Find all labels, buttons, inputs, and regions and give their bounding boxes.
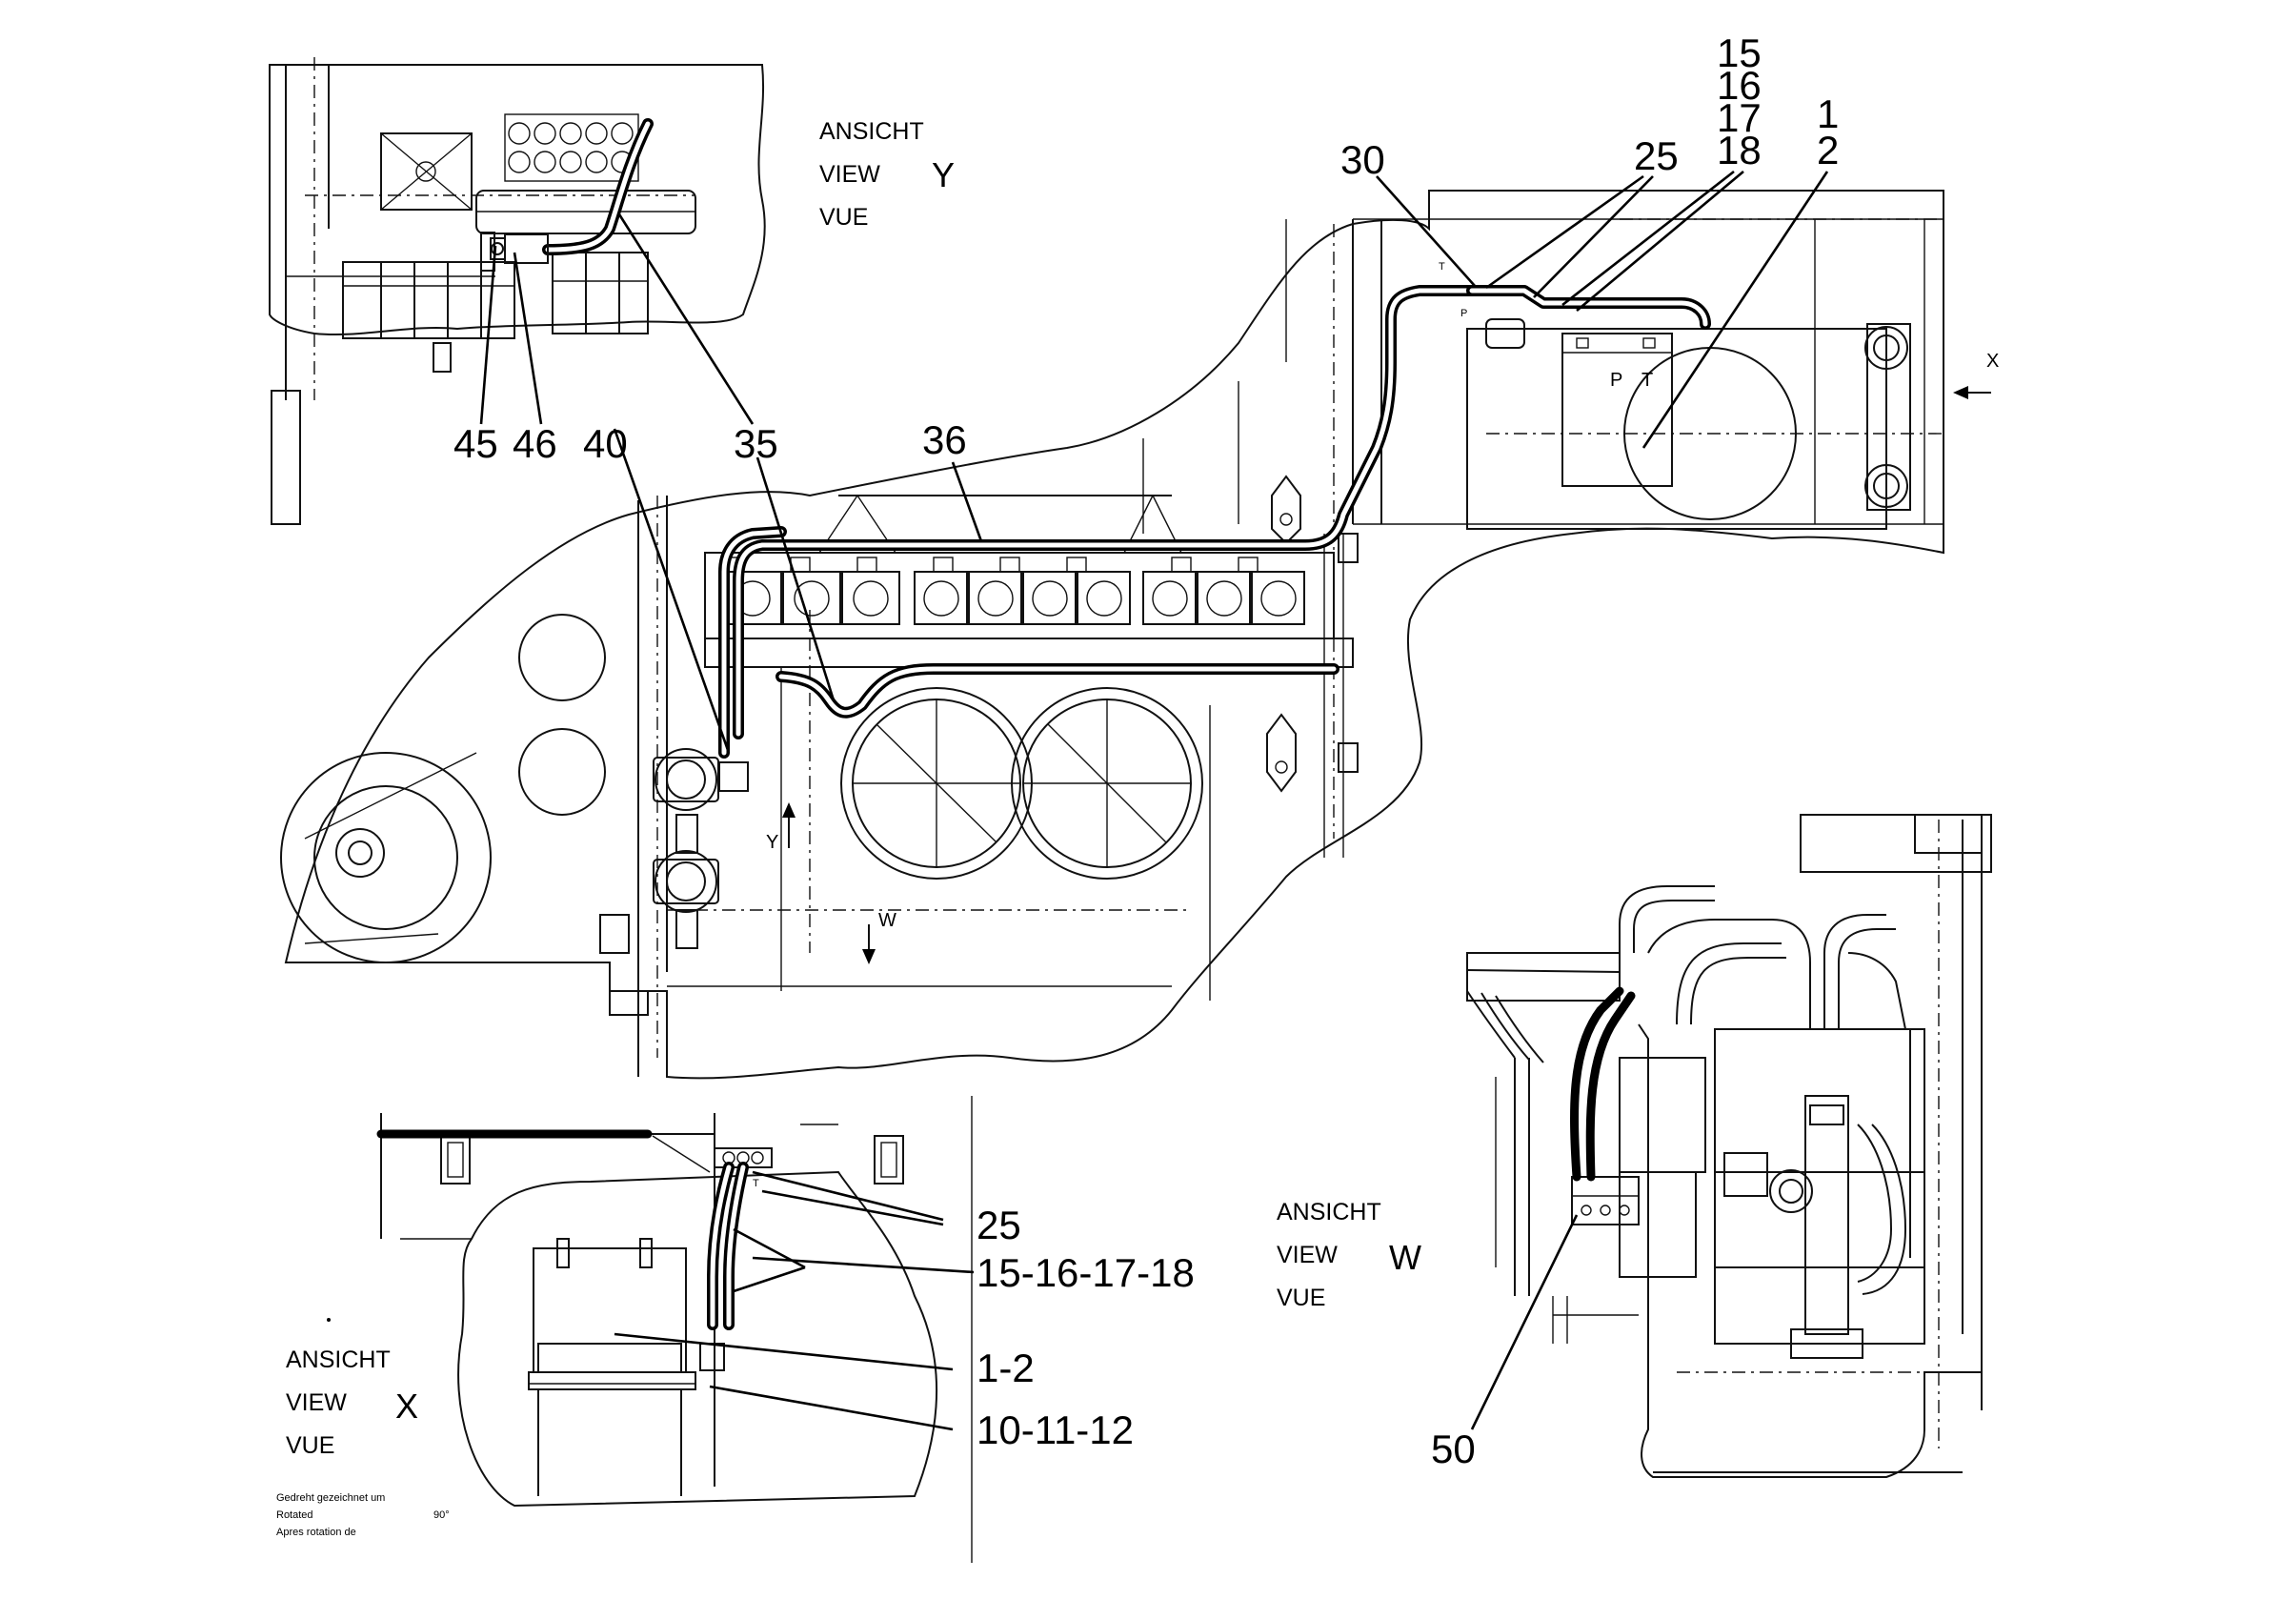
- callout-25: 25: [1634, 133, 1679, 178]
- view-y-manifold-plate: [380, 132, 473, 211]
- tank-circle-2: [518, 728, 606, 816]
- view-x-letter: X: [395, 1387, 418, 1426]
- callout-15: 15: [1717, 30, 1762, 75]
- callout-1: 1: [1817, 91, 1839, 136]
- callout-50: 50: [1431, 1427, 1476, 1471]
- callouts-main: 15 16 17 18 1 2 30 25 45 46 40 35 36: [453, 30, 1839, 754]
- callout-10-12-view-x: 10-11-12: [977, 1407, 1134, 1452]
- view-x-arrow: X: [1953, 351, 1999, 399]
- callout-1-2-view-x: 1-2: [977, 1346, 1035, 1390]
- view-y-detail: [269, 57, 766, 525]
- view-y-boundary: [269, 64, 766, 336]
- rotation-note-line3: Apres rotation de: [276, 1527, 356, 1538]
- callout-15-18-view-x: 15-16-17-18: [977, 1250, 1195, 1295]
- view-w-vue: VUE: [1277, 1285, 1325, 1311]
- view-y-letter: Y: [932, 155, 955, 194]
- callout-16: 16: [1717, 63, 1762, 108]
- tank-port-t: T: [1641, 370, 1653, 391]
- main-drums: [840, 687, 1203, 880]
- view-w-arrow: W: [862, 910, 896, 964]
- rotation-note: Gedreht gezeichnet um Rotated 90° Apres …: [276, 1492, 450, 1538]
- view-w-pump-tube: [1804, 1095, 1849, 1335]
- view-y-valve-bank: [342, 252, 649, 373]
- callout-46: 46: [513, 421, 557, 466]
- view-x-vue: VUE: [286, 1432, 334, 1459]
- view-x-boundary: [457, 1170, 938, 1508]
- oil-tank: [1561, 333, 1673, 487]
- view-y-ansicht: ANSICHT: [819, 118, 924, 145]
- callout-45: 45: [453, 421, 498, 466]
- view-y-marker: Y: [766, 832, 778, 853]
- rotation-note-angle: 90°: [433, 1509, 450, 1521]
- callout-30: 30: [1340, 137, 1385, 182]
- view-y-hose: [542, 118, 654, 255]
- drum-left: [280, 752, 492, 963]
- view-y-vue: VUE: [819, 204, 868, 231]
- view-x-port-t: T: [753, 1178, 759, 1189]
- view-w-detail: [1466, 814, 1992, 1478]
- callouts-view-x: 25 15-16-17-18 1-2 10-11-12: [977, 1203, 1195, 1452]
- callout-18: 18: [1717, 128, 1762, 172]
- stacked-pump-valves: [653, 748, 749, 949]
- view-w-label: ANSICHT VIEW W VUE: [1277, 1199, 1421, 1311]
- view-y-valve-circles: [508, 122, 634, 173]
- view-x-detail: P T: [376, 1096, 975, 1563]
- view-w-manifold-block: [1571, 1176, 1640, 1225]
- main-view-boundary: [284, 190, 1944, 1080]
- rotation-note-line2: Rotated: [276, 1509, 313, 1521]
- port-p-label: P: [1460, 308, 1467, 319]
- valve-manifold-row: [704, 495, 1354, 668]
- view-w-marker: W: [878, 910, 896, 931]
- port-t-label: T: [1439, 261, 1445, 273]
- callout-36: 36: [922, 417, 967, 462]
- view-y-arrow: Y: [766, 802, 796, 853]
- tank-port-p: P: [1610, 370, 1622, 391]
- view-x-ansicht: ANSICHT: [286, 1347, 391, 1373]
- right-frame-structure: [1352, 218, 1944, 530]
- tank-circle-1: [518, 614, 606, 701]
- main-plan-view: T P P T X Y W: [280, 190, 1999, 1080]
- view-w-letter: W: [1389, 1238, 1421, 1277]
- callout-2: 2: [1817, 128, 1839, 172]
- view-w-view: VIEW: [1277, 1242, 1338, 1268]
- rotation-note-line1: Gedreht gezeichnet um: [276, 1492, 385, 1504]
- view-w-ansicht: ANSICHT: [1277, 1199, 1381, 1225]
- view-x-label: ANSICHT VIEW X VUE: [286, 1347, 418, 1459]
- view-x-marker: X: [1986, 351, 1999, 372]
- view-y-label: ANSICHT VIEW Y VUE: [819, 118, 955, 231]
- view-y-view: VIEW: [819, 161, 880, 188]
- view-x-view: VIEW: [286, 1389, 347, 1416]
- callout-17: 17: [1717, 95, 1762, 140]
- callout-35: 35: [734, 421, 778, 466]
- callout-25-view-x: 25: [977, 1203, 1021, 1247]
